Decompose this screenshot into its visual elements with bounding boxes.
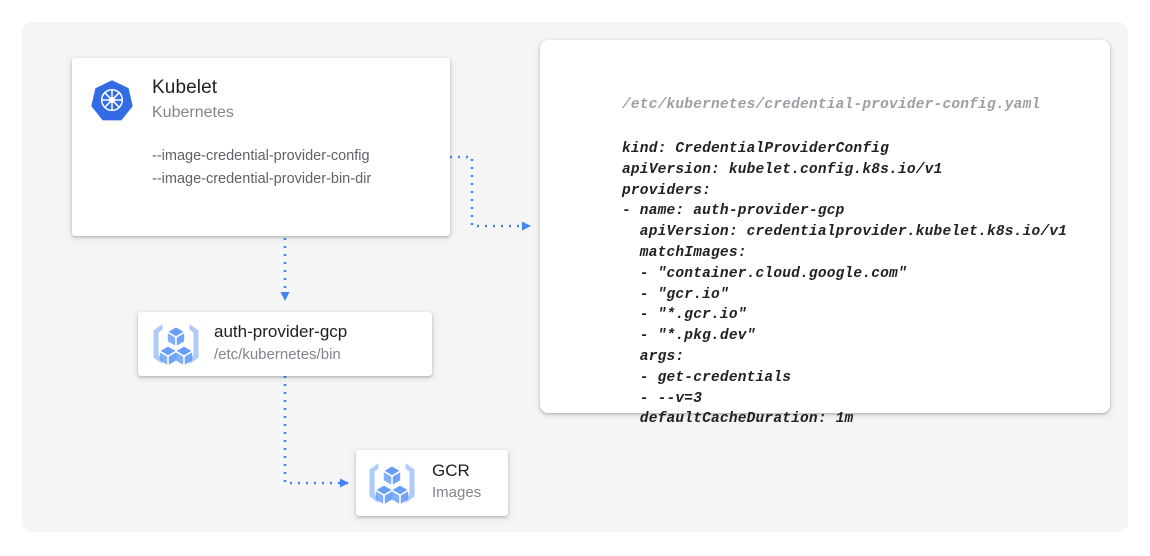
kubelet-flag-image-credential-provider-config: --image-credential-provider-config: [152, 148, 370, 164]
yaml-line: - get-credentials: [622, 369, 792, 386]
yaml-line: - name: auth-provider-gcp: [622, 203, 845, 220]
yaml-file-path: /etc/kubernetes/credential-provider-conf…: [622, 97, 1041, 113]
yaml-line: defaultCacheDuration: 1m: [622, 411, 854, 428]
yaml-line: - "*.gcr.io": [622, 307, 747, 324]
gcp-container-registry-icon: [364, 460, 420, 506]
gcr-card-title: GCR: [432, 461, 470, 480]
yaml-line: apiVersion: credentialprovider.kubelet.k…: [622, 224, 1068, 241]
kubernetes-logo-icon: [90, 78, 134, 122]
gcr-card[interactable]: GCR Images: [356, 450, 508, 516]
gcp-container-registry-icon: [148, 321, 204, 367]
yaml-line: - "gcr.io": [622, 286, 729, 303]
kubelet-card-subtitle: Kubernetes: [152, 104, 234, 121]
yaml-line: providers:: [622, 182, 712, 199]
kubelet-card-title: Kubelet: [152, 77, 218, 98]
credential-provider-config-yaml-card[interactable]: /etc/kubernetes/credential-provider-conf…: [540, 40, 1110, 427]
yaml-line: apiVersion: kubelet.config.k8s.io/v1: [622, 161, 943, 178]
auth-provider-card-subtitle: /etc/kubernetes/bin: [214, 346, 341, 363]
yaml-line: - "*.pkg.dev": [622, 328, 756, 345]
auth-provider-gcp-card[interactable]: auth-provider-gcp /etc/kubernetes/bin: [138, 312, 432, 376]
yaml-line: kind: CredentialProviderConfig: [622, 141, 890, 157]
auth-provider-card-title: auth-provider-gcp: [214, 322, 348, 341]
kubelet-card[interactable]: Kubelet Kubernetes --image-credential-pr…: [72, 58, 450, 236]
yaml-line: - --v=3: [622, 390, 703, 407]
kubelet-flag-image-credential-provider-bin-dir: --image-credential-provider-bin-dir: [152, 171, 372, 187]
gcr-card-subtitle: Images: [432, 484, 482, 501]
yaml-line: args:: [622, 348, 685, 365]
yaml-code-block: kind: CredentialProviderConfig apiVersion…: [622, 139, 1067, 430]
yaml-line: matchImages:: [622, 244, 747, 261]
yaml-line: - "container.cloud.google.com": [622, 265, 907, 282]
